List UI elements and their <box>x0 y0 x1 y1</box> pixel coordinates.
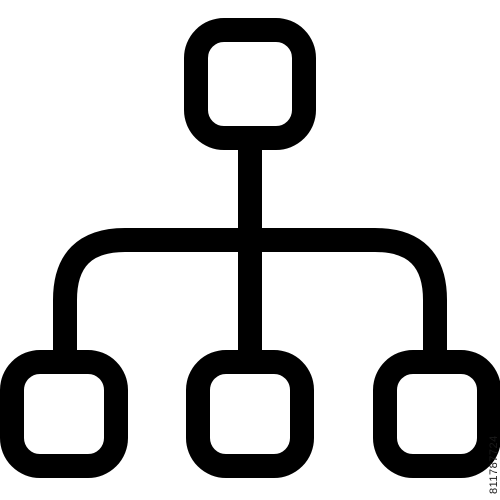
center-node-box <box>186 350 314 478</box>
left-node-box <box>0 350 128 478</box>
branch-connector <box>53 228 447 367</box>
right-node-box <box>373 350 500 478</box>
top-node-box <box>184 18 316 150</box>
stock-id-label: 811787724 <box>488 435 500 494</box>
